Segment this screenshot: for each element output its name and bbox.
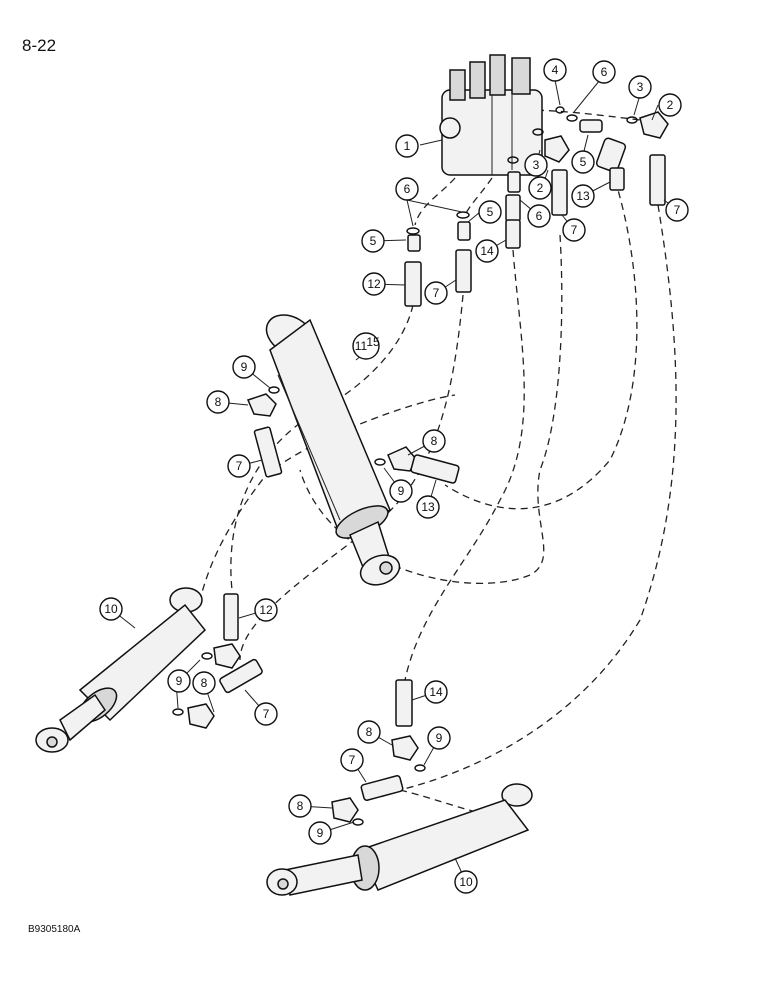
callout-10: 10: [454, 870, 478, 894]
svg-text:8: 8: [297, 799, 304, 813]
svg-text:9: 9: [398, 484, 405, 498]
o-ring: [555, 106, 565, 114]
callout-14: 14: [424, 680, 448, 704]
svg-text:7: 7: [236, 459, 243, 473]
callout-9: 9: [389, 479, 413, 503]
svg-text:4: 4: [552, 63, 559, 77]
callout-7: 7: [562, 218, 586, 242]
svg-text:14: 14: [429, 685, 443, 699]
callout-9: 9: [427, 726, 451, 750]
callout-14: 14: [475, 239, 499, 263]
callout-8: 8: [357, 720, 381, 744]
upper-fittings: [404, 106, 669, 307]
right-cyl-fittings: [331, 679, 426, 826]
callout-13: 13: [416, 495, 440, 519]
callout-5: 5: [361, 229, 385, 253]
callout-12: 12: [362, 272, 386, 296]
svg-text:7: 7: [433, 286, 440, 300]
callout-7: 7: [665, 198, 689, 222]
callout-10: 10: [99, 597, 123, 621]
callout-4: 4: [543, 58, 567, 82]
callout-6: 6: [395, 177, 419, 201]
svg-text:3: 3: [533, 158, 540, 172]
callout-9: 9: [308, 821, 332, 845]
svg-text:13: 13: [576, 189, 590, 203]
callout-9: 9: [167, 669, 191, 693]
callouts: 1 2 2 3 3 4 5 5 5 5 6 6 6 6 7 7 7 7 7 7 …: [99, 58, 689, 894]
svg-text:9: 9: [317, 826, 324, 840]
svg-text:8: 8: [431, 434, 438, 448]
svg-text:6: 6: [601, 65, 608, 79]
callout-1: 1: [395, 134, 419, 158]
callout-2: 2: [658, 93, 682, 117]
svg-text:9: 9: [436, 731, 443, 745]
page-number: 8-22: [22, 36, 57, 55]
callout-7: 7: [254, 702, 278, 726]
control-valve: [439, 54, 543, 176]
svg-text:6: 6: [536, 209, 543, 223]
svg-text:10: 10: [104, 602, 118, 616]
hose-valve-left: [414, 177, 456, 226]
svg-text:7: 7: [571, 223, 578, 237]
callout-3: 3: [524, 153, 548, 177]
svg-text:5: 5: [580, 155, 587, 169]
callout-8: 8: [206, 390, 230, 414]
svg-text:1: 1: [404, 139, 411, 153]
callout-5: 5: [571, 150, 595, 174]
callout-12: 12: [254, 598, 278, 622]
hose-14a-down: [404, 249, 525, 681]
hose-7c-down: [399, 204, 677, 791]
right-cylinder: [266, 783, 533, 896]
hose-lower-pass: [199, 469, 271, 601]
callout-6: 6: [592, 60, 616, 84]
callout-6: 6: [527, 204, 551, 228]
svg-text:2: 2: [667, 98, 674, 112]
svg-text:9: 9: [241, 360, 248, 374]
callout-8: 8: [422, 429, 446, 453]
callout-8: 8: [288, 794, 312, 818]
callout-9: 9: [232, 355, 256, 379]
svg-text:13: 13: [421, 500, 435, 514]
svg-text:5: 5: [487, 205, 494, 219]
svg-text:5: 5: [370, 234, 377, 248]
svg-text:12: 12: [367, 277, 381, 291]
svg-text:14: 14: [480, 244, 494, 258]
figure-code: B9305180A: [28, 924, 81, 935]
hose-cross-upper: [274, 394, 456, 469]
svg-text:7: 7: [674, 203, 681, 217]
callout-2: 2: [528, 176, 552, 200]
svg-text:6: 6: [404, 182, 411, 196]
callout-8: 8: [192, 671, 216, 695]
svg-text:3: 3: [637, 80, 644, 94]
svg-text:9: 9: [176, 674, 183, 688]
callout-13: 13: [571, 184, 595, 208]
callout-7: 7: [340, 748, 364, 772]
lift-cyl-fittings: [246, 386, 460, 484]
hose-12-down: [230, 304, 414, 591]
left-cyl-fittings: [172, 593, 263, 729]
svg-text:7: 7: [263, 707, 270, 721]
svg-text:7: 7: [349, 753, 356, 767]
svg-text:10: 10: [459, 875, 473, 889]
svg-text:15: 15: [366, 335, 380, 349]
callout-7: 7: [227, 454, 251, 478]
hose-13a-down: [444, 179, 638, 510]
svg-text:8: 8: [215, 395, 222, 409]
svg-text:12: 12: [259, 603, 273, 617]
svg-text:11: 11: [355, 339, 368, 353]
left-cylinder: [35, 587, 207, 753]
callout-5: 5: [478, 200, 502, 224]
svg-text:8: 8: [201, 676, 208, 690]
svg-text:2: 2: [537, 181, 544, 195]
lift-cylinder: [265, 314, 401, 586]
callout-3: 3: [628, 75, 652, 99]
svg-text:8: 8: [366, 725, 373, 739]
callout-7: 7: [424, 281, 448, 305]
